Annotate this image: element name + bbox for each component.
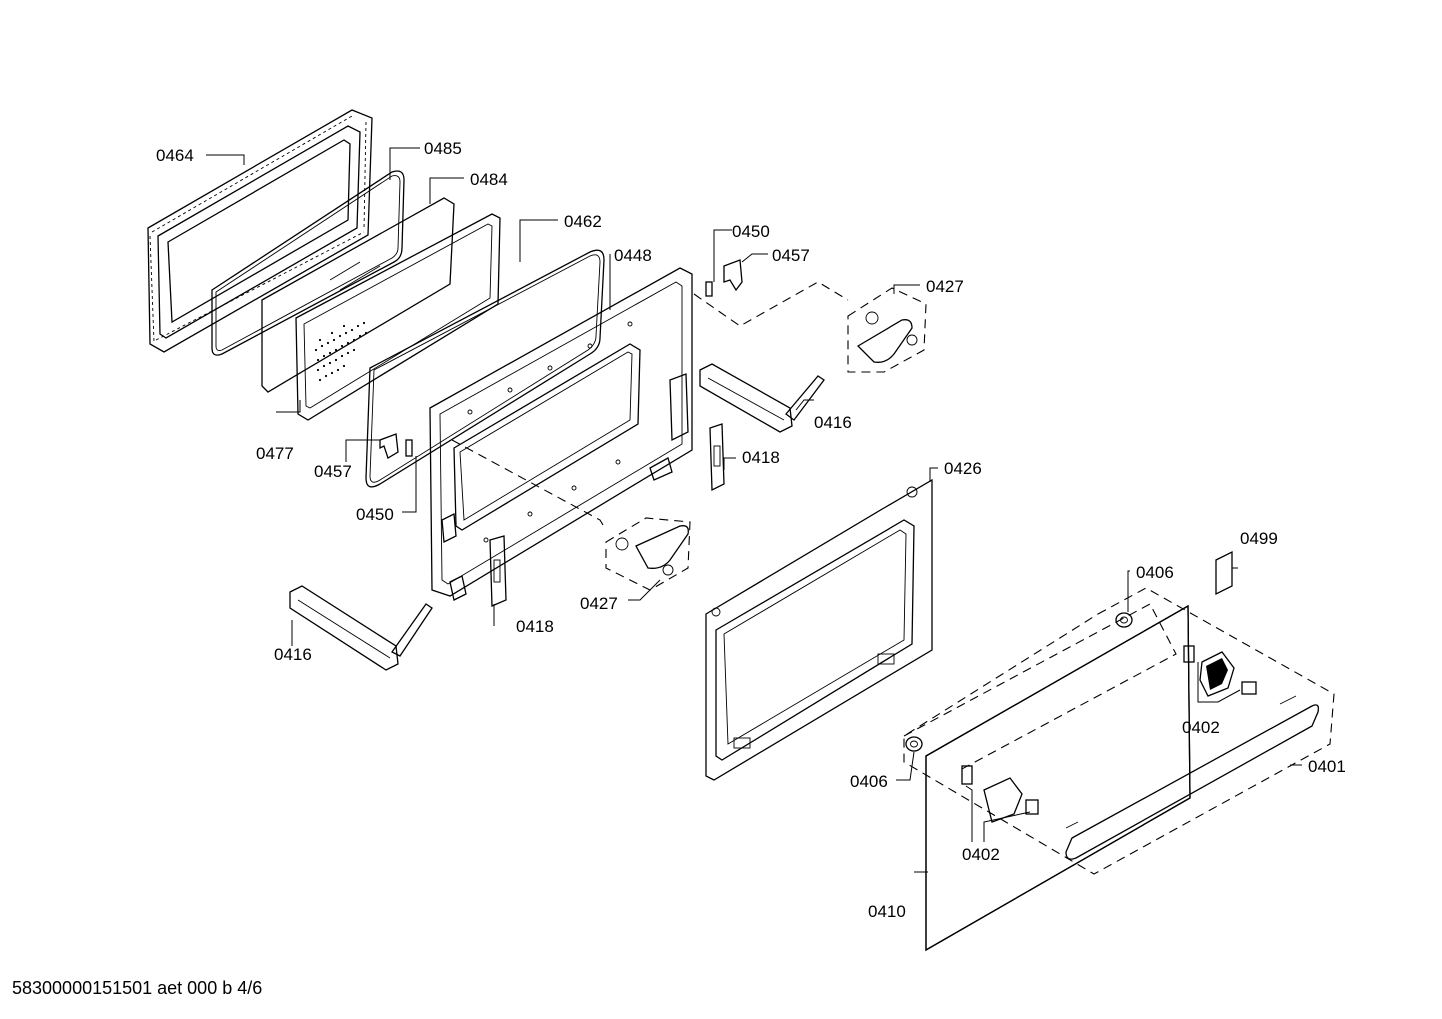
label-0402-bottom: 0402: [962, 845, 1000, 864]
label-0418-mid: 0418: [516, 617, 554, 636]
label-0427-top: 0427: [926, 277, 964, 296]
spacer-0406-bottom: [905, 736, 923, 752]
seal-0485: [211, 170, 405, 356]
alignment-lines: [451, 281, 1177, 771]
clip-0457-left: [379, 433, 399, 459]
label-0448: 0448: [614, 246, 652, 265]
label-0406-top: 0406: [1136, 563, 1174, 582]
outer-glass-0410: [925, 604, 1191, 952]
label-0457-top: 0457: [772, 246, 810, 265]
label-0416-top: 0416: [814, 413, 852, 432]
label-0450-left: 0450: [356, 505, 394, 524]
perforation-pattern: [314, 321, 368, 382]
label-0426: 0426: [944, 459, 982, 478]
handle-assembly-0401: [903, 587, 1335, 875]
clip-0450-right: [705, 281, 713, 297]
label-0406-bottom: 0406: [850, 772, 888, 791]
label-0464: 0464: [156, 146, 194, 165]
frame-seal-0464: [147, 109, 373, 353]
label-0457-left: 0457: [314, 462, 352, 481]
gasket-0462: [365, 249, 605, 488]
label-0401: 0401: [1308, 757, 1346, 776]
label-0462: 0462: [564, 212, 602, 231]
label-0499: 0499: [1240, 529, 1278, 548]
label-0402-top: 0402: [1182, 718, 1220, 737]
inner-door-frame-0448: [429, 267, 693, 601]
label-0485: 0485: [424, 139, 462, 158]
end-cap-0402-top: [1183, 645, 1257, 697]
leader-lines: [206, 147, 1302, 873]
label-0410: 0410: [868, 902, 906, 921]
frame-holes: [467, 321, 633, 543]
part-labels: 0464 0485 0484 0462 0448 0450 0457 0427 …: [156, 139, 1346, 921]
label-plate-0499: [1215, 550, 1233, 596]
clip-0457-right: [723, 259, 743, 292]
label-0450-top: 0450: [732, 222, 770, 241]
inner-panel-0426: [705, 478, 933, 781]
inner-panel-0477: [295, 213, 501, 421]
hinge-bracket-0427-mid: [605, 517, 691, 591]
hinge-0416-bottom: [289, 585, 433, 671]
document-id: 58300000151501 aet 000 b 4/6: [12, 978, 263, 998]
label-0416-bottom: 0416: [274, 645, 312, 664]
hinge-plate-0418-mid: [489, 535, 507, 607]
glass-pane-0484: [261, 197, 455, 393]
clip-0450-left: [405, 439, 413, 457]
label-0484: 0484: [470, 170, 508, 189]
hinge-bracket-0427-top: [847, 287, 927, 373]
label-0418-right: 0418: [742, 448, 780, 467]
label-0427-mid: 0427: [580, 594, 618, 613]
hinge-plate-0418-right: [709, 423, 725, 492]
hinge-0416-top: [699, 363, 825, 433]
label-0477: 0477: [256, 444, 294, 463]
